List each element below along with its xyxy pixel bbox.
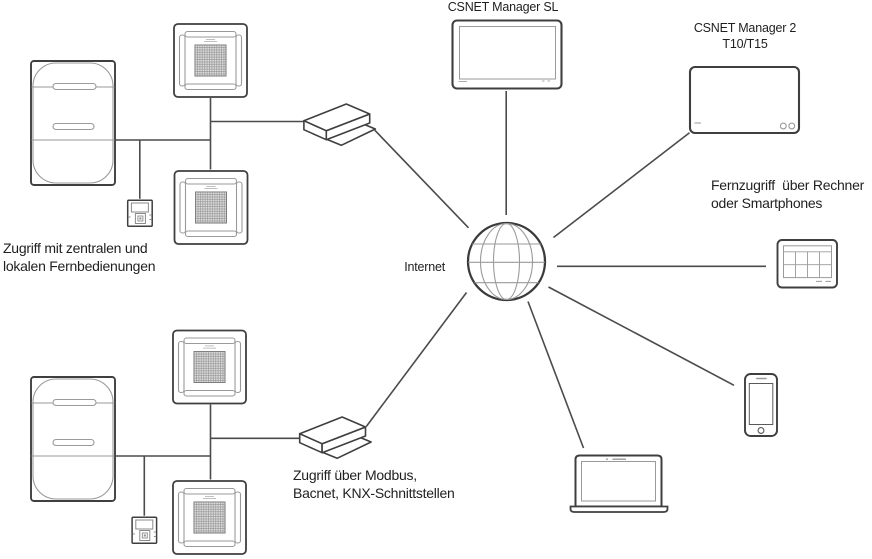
remote-access-label-line1: Fernzugriff über Rechner [711, 177, 865, 193]
gateway-box-icon [298, 416, 372, 460]
wall-controller-icon [126, 199, 153, 228]
touch-panel-icon [688, 65, 801, 135]
cassette-indoor-unit-icon [173, 23, 248, 98]
connection-wires [115, 91, 766, 516]
gateway-access-label-line2: Bacnet, KNX-Schnittstellen [293, 484, 455, 501]
wire-globe-gateway2 [365, 292, 468, 427]
monitor-icon [451, 19, 563, 90]
cassette-indoor-unit-icon [173, 170, 249, 245]
outdoor-unit-icon [30, 376, 116, 502]
local-access-label-line2: lokalen Fernbedienungen [3, 257, 156, 274]
wall-controller-icon [131, 516, 158, 545]
cassette-indoor-unit-icon [172, 480, 247, 555]
wire-globe-manager2 [553, 132, 690, 239]
remote-access-label: Fernzugriff über Rechner oder Smartphone… [711, 177, 864, 212]
laptop-icon [569, 454, 669, 513]
wire-cluster-bottom [115, 404, 300, 516]
internet-globe-icon [466, 221, 547, 302]
gateway-access-label-line1: Zugriff über Modbus, [293, 467, 417, 483]
smartphone-icon [744, 373, 778, 437]
remote-access-label-line2: oder Smartphones [711, 194, 823, 211]
cassette-indoor-unit-icon [172, 329, 247, 405]
wire-gateway1-globe [374, 129, 470, 229]
wire-cluster-top [115, 98, 304, 199]
internet-label: Internet [404, 259, 445, 274]
wire-globe-laptop [527, 301, 585, 449]
gateway-access-label: Zugriff über Modbus, Bacnet, KNX-Schnitt… [293, 467, 455, 502]
manager-2-label-line2: T10/T15 [722, 36, 768, 51]
local-access-label-line1: Zugriff mit zentralen und [3, 240, 148, 256]
local-access-label: Zugriff mit zentralen und lokalen Fernbe… [3, 240, 156, 275]
manager-2-label: CSNET Manager 2 T10/T15 [672, 21, 818, 52]
gateway-box-icon [303, 103, 377, 147]
manager-sl-label: CSNET Manager SL [447, 0, 559, 14]
wire-globe-smartphone [548, 286, 735, 387]
tablet-icon [776, 239, 838, 289]
outdoor-unit-icon [30, 60, 116, 186]
manager-2-label-line1: CSNET Manager 2 [693, 21, 797, 35]
